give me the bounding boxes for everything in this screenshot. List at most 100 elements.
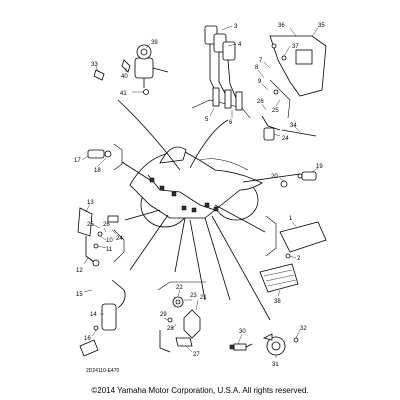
svg-text:18: 18 [94, 168, 101, 174]
speed-sensor [262, 333, 299, 356]
sensor-right [280, 171, 317, 188]
callout-27: 27 [185, 345, 200, 358]
svg-text:8: 8 [255, 65, 259, 71]
svg-text:12: 12 [76, 268, 83, 274]
svg-text:14: 14 [90, 312, 97, 318]
svg-text:34: 34 [290, 123, 297, 129]
callout-11: 11 [97, 245, 113, 253]
diagram-code: 2D24110-E470 [86, 368, 119, 374]
callout-20: 20 [271, 174, 285, 182]
copyright-notice: ©2014 Yamaha Motor Corporation, U.S.A. A… [91, 386, 309, 395]
callout-14: 14 [90, 312, 104, 318]
svg-text:19: 19 [316, 164, 323, 170]
callout-2: 2 [289, 255, 301, 262]
svg-text:16: 16 [84, 336, 91, 342]
callout-19: 19 [311, 164, 323, 173]
callout-13: 13 [85, 200, 94, 213]
svg-text:35: 35 [318, 23, 325, 29]
callout-7: 7 [259, 58, 271, 69]
callout-38: 38 [274, 289, 281, 305]
svg-text:31: 31 [272, 362, 279, 368]
svg-text:1: 1 [289, 216, 293, 222]
sensor-left-lower [77, 207, 125, 267]
callout-18: 18 [94, 157, 107, 174]
callout-36: 36 [278, 23, 297, 37]
ecu-unit [265, 215, 327, 259]
callout-32: 32 [295, 326, 307, 339]
svg-text:28: 28 [167, 326, 174, 332]
callout-3: 3 [221, 24, 238, 31]
sensor-left-upper [87, 143, 123, 171]
main-switch-assembly [93, 44, 169, 95]
svg-text:25: 25 [87, 222, 94, 228]
oxygen-sensor [229, 343, 253, 351]
callout-37: 37 [283, 44, 299, 57]
callout-23: 23 [184, 293, 197, 301]
wire-harness [147, 174, 219, 213]
svg-text:39: 39 [151, 40, 158, 46]
fan-motor-assembly [79, 279, 126, 357]
callout-4: 4 [227, 42, 242, 48]
svg-text:7: 7 [259, 58, 263, 64]
svg-text:5: 5 [205, 117, 209, 123]
callout-26-top: 26 [257, 99, 267, 111]
svg-text:2: 2 [297, 256, 301, 262]
svg-text:9: 9 [258, 79, 262, 85]
callout-41: 41 [120, 91, 144, 97]
callout-8: 8 [255, 65, 265, 79]
svg-text:33: 33 [91, 62, 98, 68]
svg-text:37: 37 [292, 44, 299, 50]
svg-text:6: 6 [229, 120, 233, 126]
callout-26-left: 26 [103, 222, 110, 233]
svg-text:36: 36 [278, 23, 285, 29]
callout-33: 33 [91, 62, 98, 73]
callout-6: 6 [229, 110, 233, 126]
callout-5: 5 [205, 107, 215, 123]
callout-24-top: 24 [273, 133, 289, 142]
svg-text:11: 11 [106, 247, 113, 253]
ignition-coil-assembly [191, 25, 251, 119]
callout-29: 29 [160, 312, 169, 321]
svg-text:30: 30 [239, 329, 246, 335]
callout-24-left: 24 [111, 229, 123, 242]
svg-text:10: 10 [106, 238, 113, 244]
callout-25-top: 25 [272, 99, 281, 114]
callout-30: 30 [237, 329, 246, 345]
callout-28: 28 [167, 323, 177, 332]
callout-21: 21 [195, 295, 207, 311]
svg-text:21: 21 [200, 295, 207, 301]
svg-text:38: 38 [274, 299, 281, 305]
svg-text:15: 15 [76, 292, 83, 298]
motorcycle-silhouette [129, 146, 263, 228]
sensor-group-bottom [157, 281, 206, 353]
callout-10: 10 [99, 235, 113, 244]
svg-text:20: 20 [271, 174, 278, 180]
callout-40: 40 [121, 68, 128, 80]
svg-text:24: 24 [282, 136, 289, 142]
svg-text:26: 26 [257, 99, 264, 105]
svg-text:40: 40 [121, 74, 128, 80]
callout-22: 22 [176, 285, 183, 297]
svg-text:26: 26 [103, 222, 110, 228]
svg-text:29: 29 [160, 312, 167, 318]
svg-text:41: 41 [120, 91, 127, 97]
rectifier-unit [259, 263, 299, 293]
callout-39: 39 [145, 40, 158, 49]
svg-text:13: 13 [87, 200, 94, 206]
svg-text:4: 4 [238, 42, 242, 48]
svg-text:17: 17 [74, 158, 81, 164]
callout-35: 35 [311, 23, 325, 37]
callout-1: 1 [289, 216, 297, 227]
svg-text:23: 23 [190, 293, 197, 299]
leader-lines [117, 99, 301, 321]
callout-17: 17 [74, 155, 89, 164]
callout-31: 31 [272, 355, 279, 368]
callout-12: 12 [76, 257, 89, 274]
callout-34: 34 [290, 123, 301, 133]
svg-text:27: 27 [193, 352, 200, 358]
bracket-assembly-top-right [261, 35, 327, 141]
callout-16: 16 [84, 329, 97, 342]
svg-text:24: 24 [116, 236, 123, 242]
callout-25-left: 25 [87, 222, 101, 229]
